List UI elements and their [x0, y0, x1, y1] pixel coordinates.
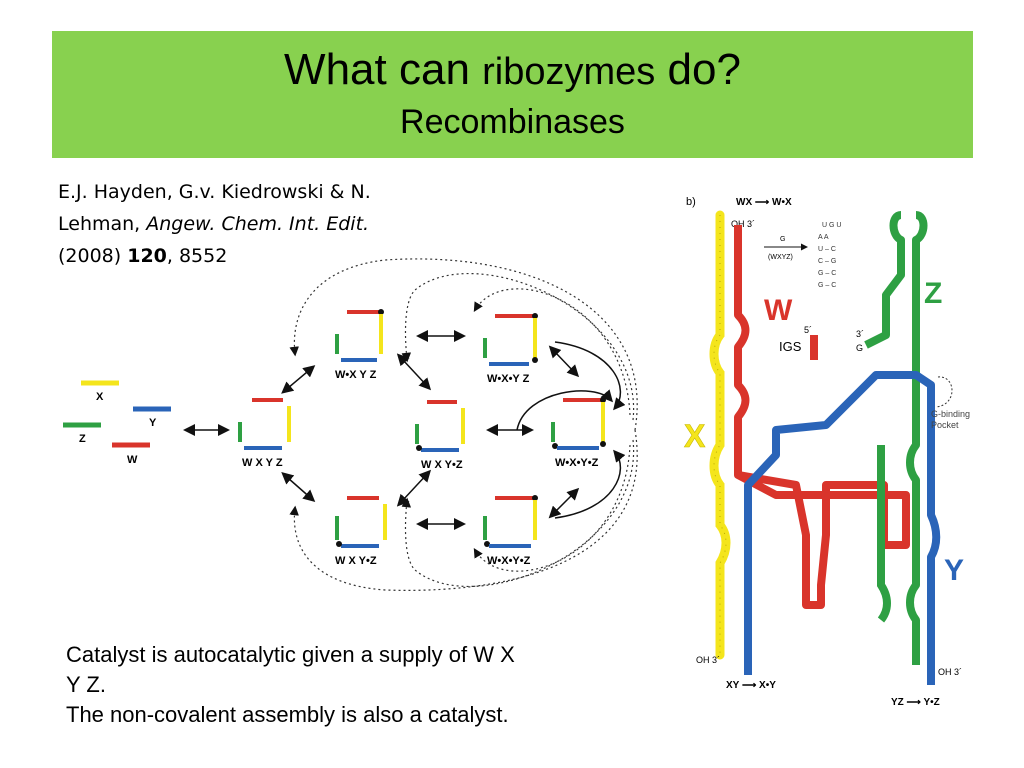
complex-wxy-z: W X Y•Z	[335, 496, 387, 567]
citation-line-1: E.J. Hayden, G.v. Kiedrowski & N.	[58, 181, 371, 203]
title-word: ribozymes	[482, 51, 656, 93]
inset-wxyz-label: (WXYZ)	[768, 254, 793, 261]
complex-wxyz: W X Y Z	[238, 398, 291, 469]
citation-volume: 120	[127, 245, 167, 267]
strand-x-bases	[713, 215, 727, 655]
inset-stem: U G U A A U – C C – G G – C G – C	[818, 222, 841, 289]
bottom-left-reaction: XY ⟶ X•Y	[726, 680, 776, 691]
big-y-label: Y	[944, 554, 964, 587]
feedback-arcs	[289, 258, 638, 591]
complex-w-xy-z: W•X•Y•Z	[483, 495, 538, 567]
label-wxy-z: W X Y•Z	[335, 555, 377, 567]
title-suffix: do?	[655, 45, 741, 94]
strand-y	[744, 371, 941, 685]
svg-text:U – C: U – C	[818, 246, 836, 253]
caption-line-2: Y Z.	[66, 672, 106, 697]
big-z-label: Z	[924, 277, 942, 310]
fragment-y-label: Y	[149, 417, 157, 429]
bottom-right-reaction: YZ ⟶ Y•Z	[891, 697, 940, 708]
ribozyme-structure-diagram: b) WX ⟶ W•X OH 3´ W IGS 5´ Z 3´ G Y X G-…	[684, 196, 970, 708]
caption: Catalyst is autocatalytic given a supply…	[66, 640, 666, 730]
svg-text:G – C: G – C	[818, 282, 836, 289]
big-w-label: W	[764, 294, 793, 327]
svg-text:G – C: G – C	[818, 270, 836, 277]
oh3-left-label: OH 3´	[696, 655, 720, 665]
strand-w	[734, 225, 910, 609]
label-w-xyz: W•X Y Z	[335, 369, 377, 381]
caption-line-3: The non-covalent assembly is also a cata…	[66, 702, 509, 727]
complex-w-xyz: W•X Y Z	[335, 309, 384, 381]
free-fragments: X Y Z W	[63, 380, 171, 466]
fragment-z-label: Z	[79, 433, 86, 445]
caption-line-1: Catalyst is autocatalytic given a supply…	[66, 642, 515, 667]
three-prime-z-label: 3´	[856, 329, 864, 339]
reaction-arrows	[281, 330, 626, 530]
label-w-x-y-z: W•X•Y•Z	[555, 457, 599, 469]
slide-title: What can ribozymes do?	[52, 45, 973, 97]
strand-z-lower	[877, 445, 891, 623]
oh3-top-label: OH 3´	[731, 219, 755, 229]
svg-text:U G U: U G U	[822, 222, 841, 229]
pocket-label: Pocket	[931, 420, 959, 430]
fragment-x-label: X	[96, 391, 104, 403]
label-w-xy-z: W•X•Y•Z	[487, 555, 531, 567]
title-band: What can ribozymes do? Recombinases	[52, 31, 973, 158]
citation-journal: Angew. Chem. Int. Edit.	[146, 213, 370, 235]
igs-label: IGS	[779, 339, 802, 354]
label-wx-y-z: W X Y•Z	[421, 459, 463, 471]
inset-g-label: G	[780, 236, 785, 243]
complex-wx-y-z: W X Y•Z	[415, 400, 465, 471]
five-prime-label: 5´	[804, 325, 812, 335]
g-label-z: G	[856, 343, 863, 353]
citation-year: (2008)	[58, 245, 128, 267]
strand-z	[864, 211, 928, 665]
citation: E.J. Hayden, G.v. Kiedrowski & N. Lehman…	[58, 176, 438, 272]
svg-text:C – G: C – G	[818, 258, 836, 265]
label-wxyz: W X Y Z	[242, 457, 283, 469]
oh3-right-label: OH 3´	[938, 667, 962, 677]
g-pocket-outline	[935, 376, 953, 408]
g-pocket-label: G-binding	[931, 409, 970, 419]
citation-authors: Lehman,	[58, 213, 147, 235]
citation-pages: , 8552	[166, 245, 228, 267]
panel-label: b)	[686, 196, 696, 208]
top-reaction-label: WX ⟶ W•X	[736, 197, 792, 208]
title-prefix: What can	[284, 45, 483, 94]
complex-wx-yz: W•X•Y Z	[483, 313, 538, 385]
slide-subtitle: Recombinases	[400, 103, 625, 141]
label-wx-yz: W•X•Y Z	[487, 373, 530, 385]
citation-line-3: (2008) 120, 8552	[58, 240, 438, 272]
svg-text:A A: A A	[818, 234, 829, 241]
big-x-label: X	[684, 418, 706, 454]
fragment-w-label: W	[127, 454, 138, 466]
citation-line-2: Lehman, Angew. Chem. Int. Edit.	[58, 208, 438, 240]
reaction-network-diagram: X Y Z W W X Y Z W•X Y Z W•X•Y Z	[63, 258, 638, 591]
complex-w-x-y-z: W•X•Y•Z	[551, 397, 606, 469]
